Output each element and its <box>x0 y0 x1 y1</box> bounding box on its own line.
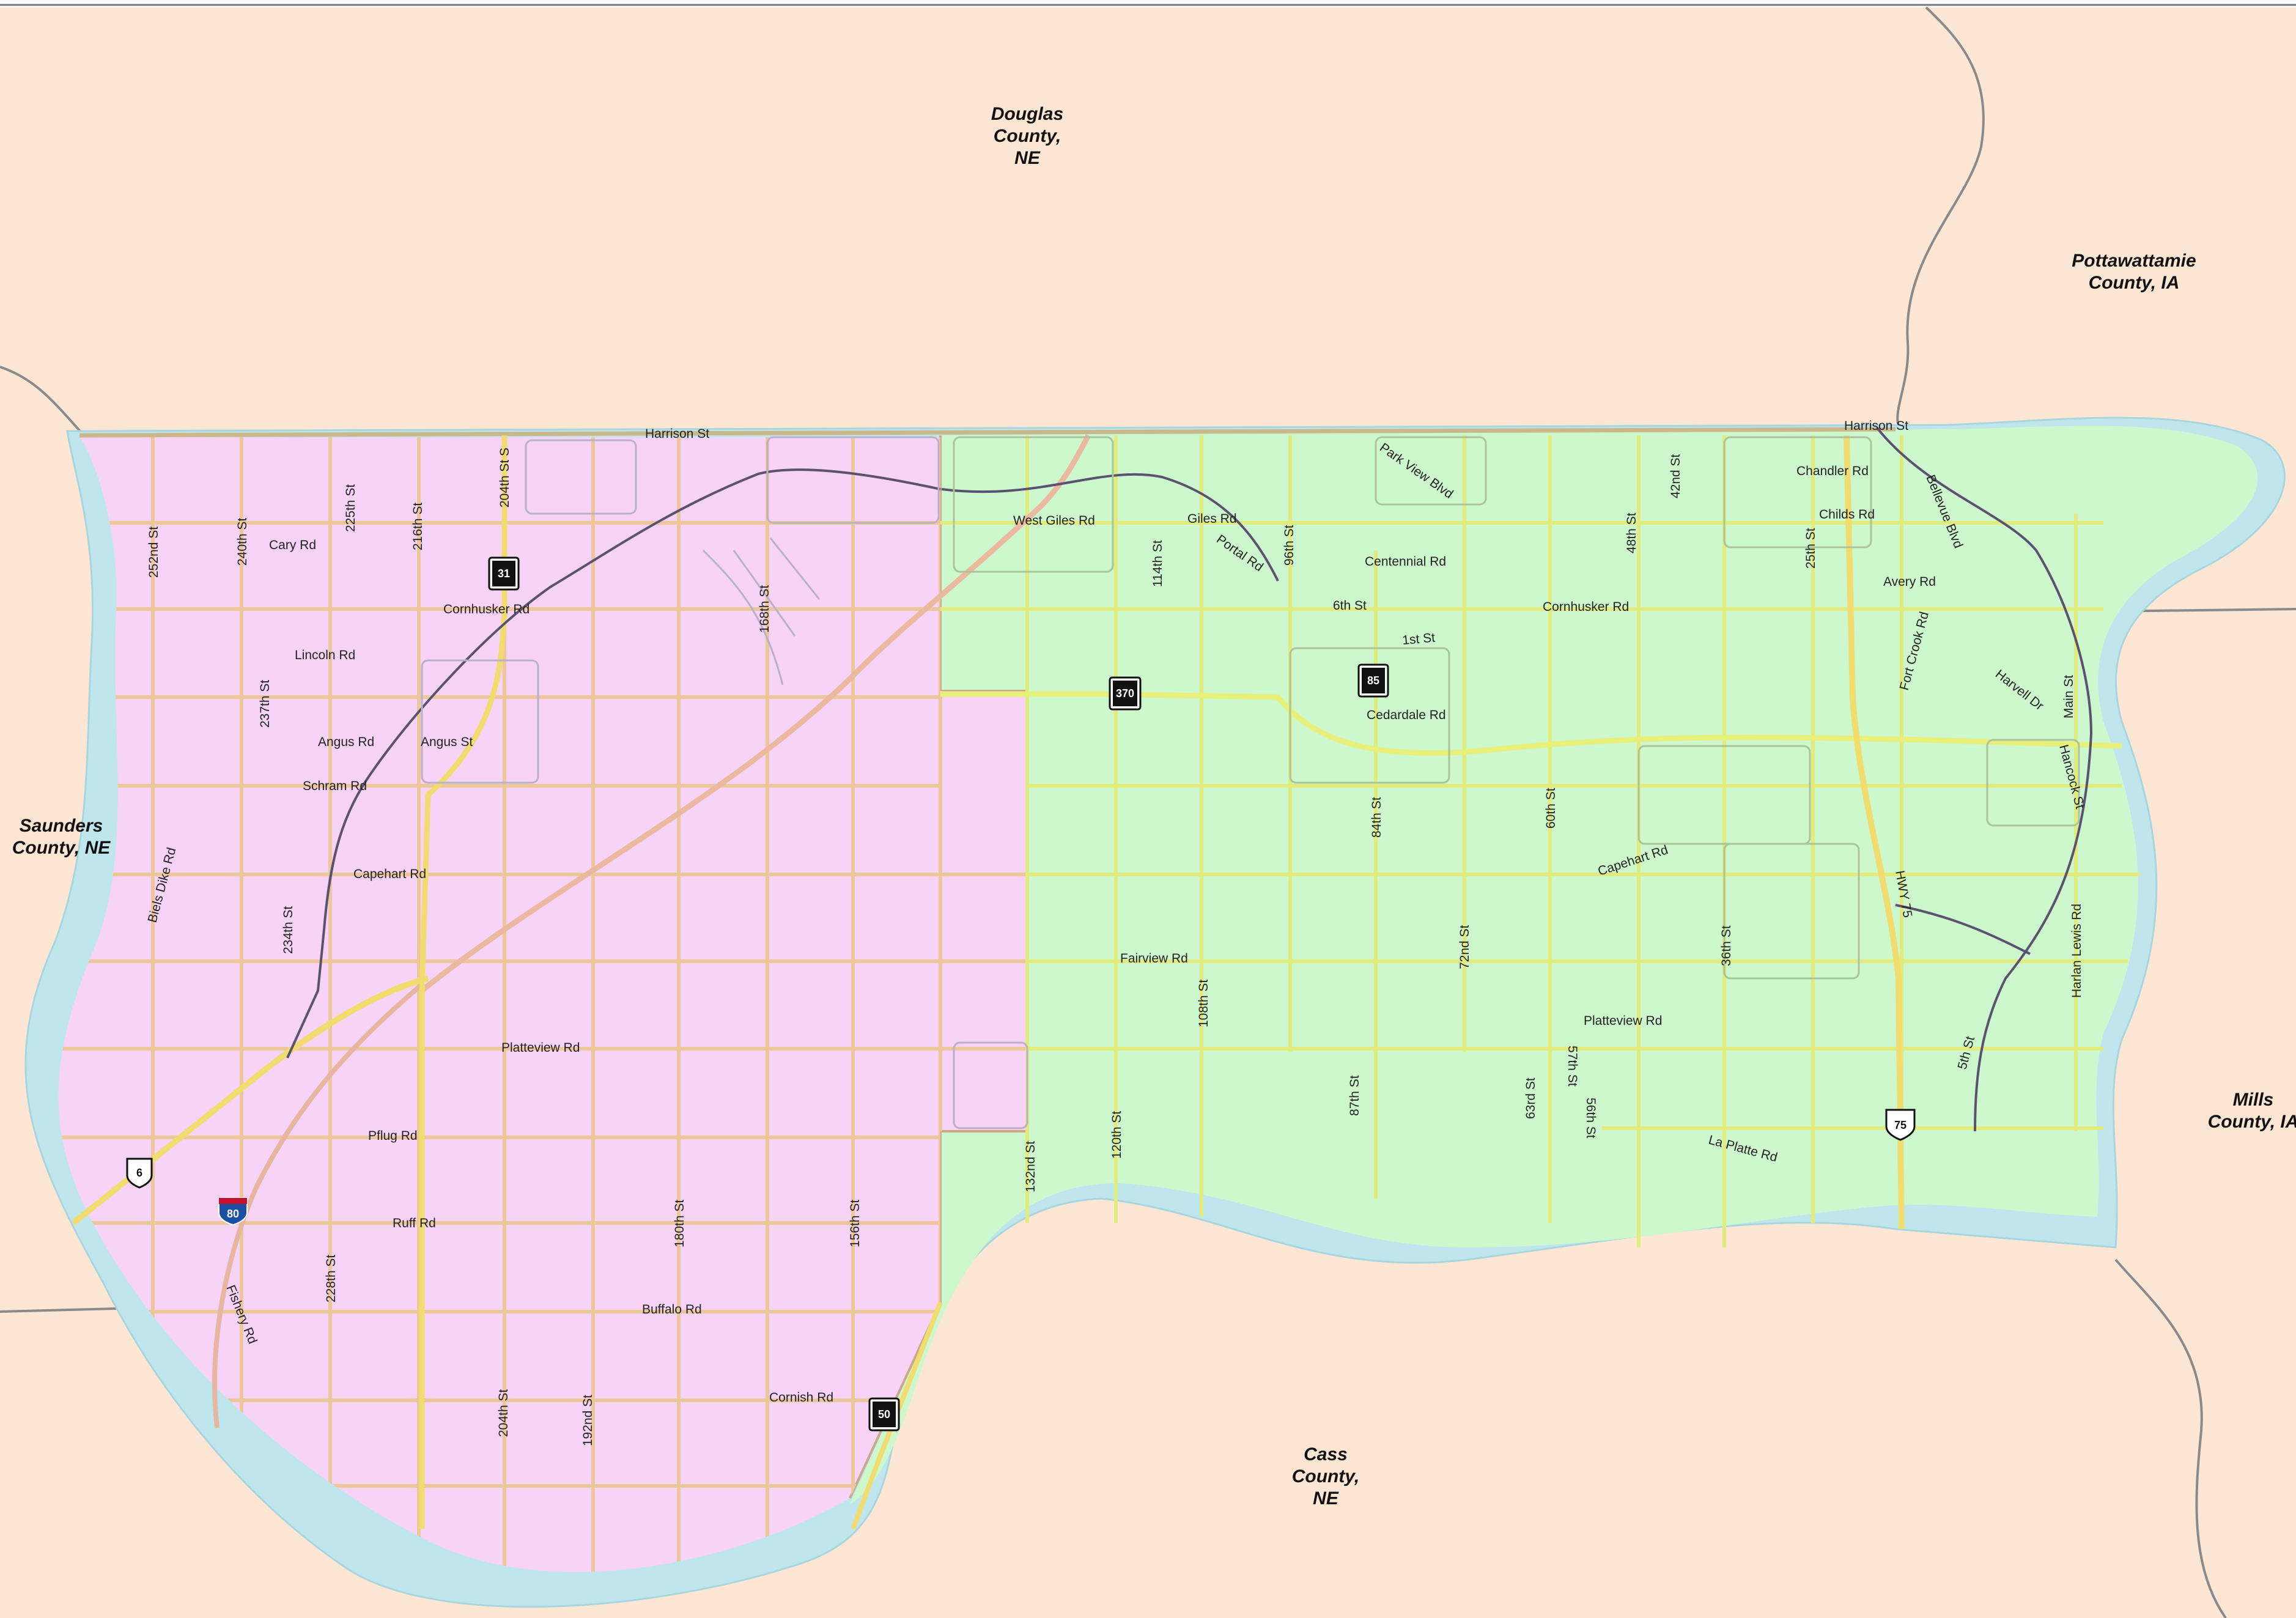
road-label: 204th St <box>496 1389 511 1437</box>
road-label: Angus Rd <box>318 735 374 749</box>
road-label: Platteview Rd <box>1584 1014 1662 1028</box>
us-6-shield: 6 <box>126 1158 153 1189</box>
road-label: Ruff Rd <box>393 1216 436 1230</box>
railroads <box>286 427 2093 1132</box>
vertical-road-labels: 252nd St 240th St 225th St 216th St 204t… <box>147 448 2076 1446</box>
road-label: Fairview Rd <box>1120 951 1188 966</box>
road-label: 36th St <box>1719 925 1733 966</box>
ne-85-shield: 85 <box>1357 663 1389 698</box>
road-label: 234th St <box>281 906 295 954</box>
road-label: Childs Rd <box>1819 508 1875 522</box>
i-80-shield: 80 <box>218 1197 248 1226</box>
svg-text:50: 50 <box>878 1408 890 1420</box>
road-label: 252nd St <box>147 526 161 578</box>
road-label: 120th St <box>1110 1111 1124 1159</box>
top-frame <box>0 0 2296 7</box>
road-label: Chandler Rd <box>1796 464 1869 478</box>
road-label: Lincoln Rd <box>295 648 355 662</box>
svg-text:370: 370 <box>1116 687 1134 700</box>
road-label: 87th St <box>1348 1075 1362 1116</box>
road-label: Cornish Rd <box>769 1391 833 1405</box>
subdivisions <box>421 436 1028 1129</box>
road-label: 132nd St <box>1024 1141 1038 1192</box>
us-75-shield: 75 <box>1885 1109 1916 1141</box>
road-label: 6th St <box>1333 599 1367 613</box>
road-label: 225th St <box>344 484 358 532</box>
ne-370-shield: 370 <box>1109 676 1142 711</box>
horizontal-road-labels: Harrison St Cary Rd Cornhusker Rd Lincol… <box>269 419 1936 1405</box>
road-label: 237th St <box>258 680 272 728</box>
west-zone <box>58 437 1028 1572</box>
road-label: 25th St <box>1804 528 1818 569</box>
road-label: Harrison St <box>645 427 709 441</box>
road-label: Harrison St <box>1844 419 1908 433</box>
road-label: Centennial Rd <box>1365 555 1446 569</box>
major-roads <box>71 427 2122 1530</box>
road-label: 96th St <box>1282 525 1296 566</box>
road-label: Cedardale Rd <box>1367 708 1446 722</box>
road-label: 72nd St <box>1458 925 1472 969</box>
road-label: Cornhusker Rd <box>443 602 530 616</box>
svg-text:6: 6 <box>136 1167 142 1179</box>
east-subdivisions <box>953 436 2080 980</box>
svg-text:75: 75 <box>1894 1119 1907 1131</box>
road-label: Schram Rd <box>303 779 367 793</box>
road-label: West Giles Rd <box>1013 514 1095 528</box>
road-label: 42nd St <box>1669 454 1683 498</box>
road-label: Harlan Lewis Rd <box>2070 904 2084 998</box>
road-label: 48th St <box>1625 512 1639 553</box>
road-label: 228th St <box>324 1255 338 1302</box>
road-label: 60th St <box>1544 788 1558 829</box>
road-label: Capehart Rd <box>353 867 426 881</box>
road-label: Buffalo Rd <box>642 1302 702 1317</box>
ne-50-shield: 50 <box>868 1397 900 1431</box>
road-label: 56th St <box>1584 1098 1598 1139</box>
svg-text:80: 80 <box>227 1208 239 1220</box>
road-label: 240th St <box>235 518 249 566</box>
road-label: Main St <box>2062 675 2076 718</box>
road-label: 57th St <box>1565 1046 1579 1087</box>
road-label: 168th St <box>758 585 772 633</box>
road-label: 204th St S <box>498 448 512 508</box>
ne-31-shield: 31 <box>488 556 520 591</box>
road-label: 216th St <box>411 503 425 550</box>
road-label: 156th St <box>848 1200 862 1247</box>
svg-text:85: 85 <box>1367 674 1379 687</box>
road-label: Platteview Rd <box>501 1041 580 1055</box>
road-label: 180th St <box>673 1200 687 1247</box>
road-label: 108th St <box>1197 980 1211 1027</box>
road-label: 84th St <box>1370 797 1384 838</box>
road-label: 192nd St <box>581 1395 595 1446</box>
road-label: Angus St <box>421 735 473 749</box>
road-label: 114th St <box>1151 540 1165 587</box>
road-label: 1st St <box>1401 630 1436 648</box>
road-label: Cary Rd <box>269 538 316 552</box>
road-label: Avery Rd <box>1883 575 1936 589</box>
road-label: Giles Rd <box>1187 512 1237 526</box>
svg-text:31: 31 <box>498 567 510 580</box>
road-label: Cornhusker Rd <box>1543 600 1629 614</box>
road-label: Pflug Rd <box>368 1129 418 1143</box>
road-label: 63rd St <box>1524 1077 1538 1119</box>
